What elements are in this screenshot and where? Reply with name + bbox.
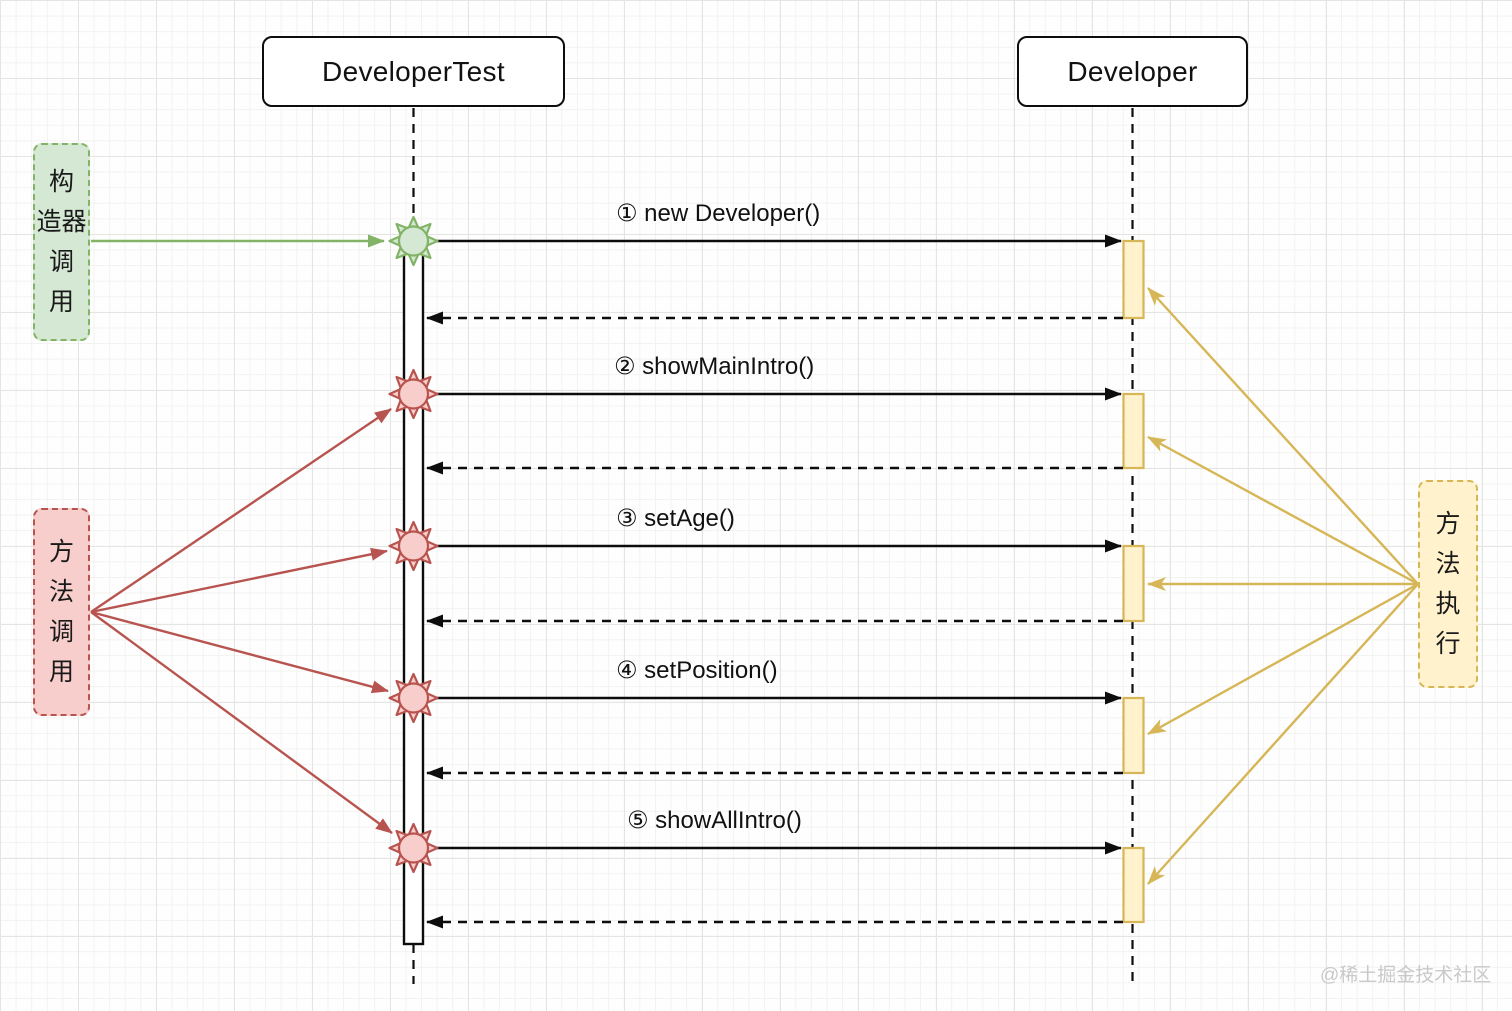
note-line: 用 [48, 288, 74, 316]
participant-developer: Developer [1017, 36, 1248, 107]
activation-bar-developer-4 [1122, 696, 1145, 775]
sunburst-icon-constructor [388, 215, 439, 267]
method-execution-arrow-1 [1147, 287, 1419, 585]
note-method-execution: 方 法 执 行 [1418, 480, 1478, 688]
activation-bar-developer-3 [1122, 544, 1145, 623]
method-call-arrow-2 [90, 408, 392, 613]
note-line: 造器 [36, 208, 87, 236]
message-label-3: ③ setAge() [616, 505, 735, 532]
note-line: 方 [1435, 510, 1461, 538]
activation-bar-developer-2 [1122, 392, 1145, 470]
message-label-5: ⑤ showAllIntro() [627, 807, 802, 834]
note-line: 调 [48, 618, 74, 646]
note-line: 构 [48, 168, 74, 196]
message-label-4: ④ setPosition() [616, 657, 778, 684]
note-line: 行 [1435, 630, 1461, 658]
note-method-call: 方 法 调 用 [33, 508, 90, 716]
method-execution-arrow-5 [1147, 583, 1419, 885]
participant-developertest: DeveloperTest [262, 36, 565, 107]
note-line: 调 [48, 248, 74, 276]
method-call-arrow-4 [90, 610, 389, 694]
message-label-1: ① new Developer() [616, 200, 821, 227]
note-line: 法 [48, 578, 74, 606]
method-call-arrow-3 [90, 547, 388, 614]
activation-bar-developer-1 [1122, 239, 1145, 320]
note-line: 用 [48, 658, 74, 686]
activation-bar-developer-5 [1122, 846, 1145, 924]
note-line: 执 [1435, 590, 1461, 618]
sunburst-icon-call-5 [388, 822, 439, 874]
note-constructor-call: 构 造器 调 用 [33, 143, 90, 341]
note-line: 方 [48, 538, 74, 566]
method-execution-arrow-4 [1147, 582, 1419, 736]
method-call-arrow-5 [90, 611, 393, 834]
sunburst-icon-call-2 [388, 368, 439, 420]
sunburst-icon-call-3 [388, 520, 439, 572]
method-execution-arrow-2 [1147, 435, 1419, 586]
watermark-text: @稀土掘金技术社区 [1320, 965, 1492, 986]
sunburst-icon-call-4 [388, 672, 439, 724]
message-label-2: ② showMainIntro() [614, 353, 815, 380]
note-line: 法 [1435, 550, 1461, 578]
